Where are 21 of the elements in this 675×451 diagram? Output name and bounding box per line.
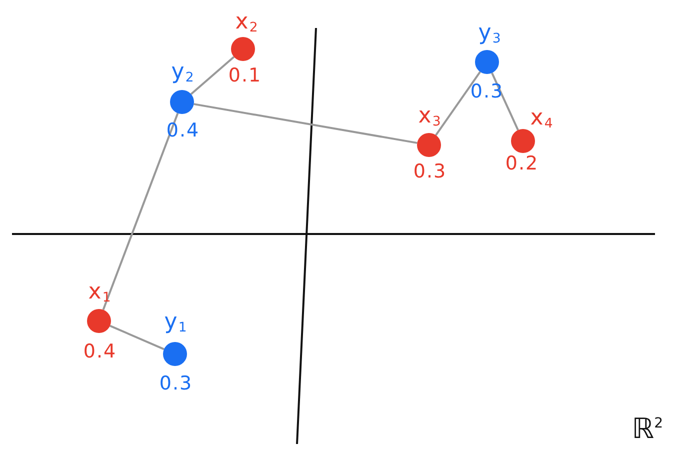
- point-label: x$_{1}$: [88, 281, 112, 305]
- weight-label: 0.4: [83, 342, 117, 362]
- weight-label: 0.1: [228, 66, 262, 86]
- weight-label: 0.2: [505, 154, 539, 174]
- point-label: y$_{2}$: [171, 61, 195, 85]
- connector-line: [190, 56, 235, 95]
- connector-line: [435, 71, 481, 136]
- weight-label: 0.3: [159, 374, 193, 394]
- weight-label: 0.4: [166, 122, 200, 140]
- connector-line: [102, 112, 179, 310]
- point-label: x$_{4}$: [530, 107, 554, 131]
- space-label: ℝ$^{2}$: [632, 415, 663, 443]
- connector-line: [110, 324, 164, 350]
- point-label: y$_{1}$: [164, 311, 188, 335]
- point-label: x$_{3}$: [418, 105, 442, 129]
- connector-line: [491, 72, 519, 130]
- point-label: x$_{2}$: [235, 11, 259, 35]
- weight-label: 0.3: [470, 82, 504, 102]
- point-label: y$_{3}$: [478, 22, 502, 46]
- connector-line: [194, 103, 418, 144]
- weight-label: 0.3: [413, 162, 447, 182]
